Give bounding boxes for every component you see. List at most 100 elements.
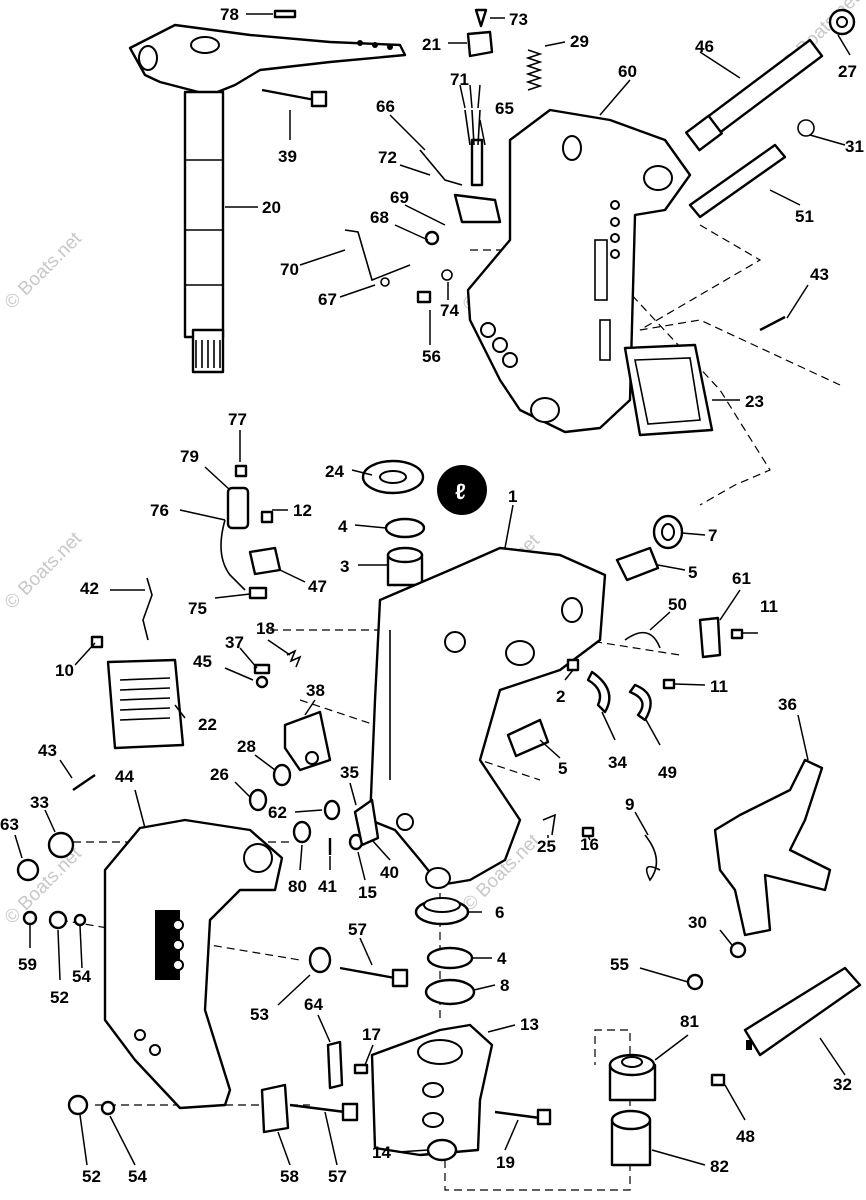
callout-56: 56 (422, 347, 441, 366)
callout-79: 79 (180, 447, 199, 466)
callout-35: 35 (340, 763, 359, 782)
arm-72 (419, 149, 463, 186)
callout-51: 51 (795, 207, 814, 226)
callout-71: 71 (450, 70, 469, 89)
swivel-bracket-1 (368, 546, 607, 889)
callout-23: 23 (745, 392, 764, 411)
harness-75-79 (220, 464, 268, 600)
callout-55: 55 (610, 955, 629, 974)
cover-23 (623, 343, 714, 437)
leader-lines (14, 13, 851, 1166)
callout-14: 14 (372, 1143, 391, 1162)
callout-21: 21 (422, 35, 441, 54)
callout-34: 34 (608, 753, 627, 772)
callout-50: 50 (668, 595, 687, 614)
callout-36: 36 (778, 695, 797, 714)
callout-6: 6 (495, 903, 504, 922)
nut-33 (47, 831, 75, 859)
plate-58 (260, 1083, 290, 1134)
watermark-left-bottom: © Boats.net (1, 843, 87, 929)
callout-10: 10 (55, 661, 74, 680)
callout-41: 41 (318, 877, 337, 896)
callout-53: 53 (250, 1005, 269, 1024)
clip-68 (424, 230, 440, 246)
callout-59: 59 (18, 955, 37, 974)
callout-49: 49 (658, 763, 677, 782)
callout-26: 26 (210, 765, 229, 784)
cover-22 (106, 658, 185, 750)
washer-67 (380, 277, 390, 287)
steering-arm-shaft (128, 23, 407, 374)
callout-29: 29 (570, 32, 589, 51)
bushing-4-top (384, 517, 426, 539)
bolt-57-lower (289, 1102, 359, 1122)
watermark-left-top: © Boats.net (1, 228, 87, 314)
callout-9: 9 (625, 795, 634, 814)
callout-22: 22 (198, 715, 217, 734)
plate-40 (353, 798, 380, 847)
callout-1: 1 (508, 487, 517, 506)
bushing-59 (22, 910, 38, 926)
callout-13: 13 (520, 1015, 539, 1034)
callout-18: 18 (256, 619, 275, 638)
callout-43-lower: 43 (38, 741, 57, 760)
washer-54-lower (100, 1100, 116, 1116)
mount-81 (608, 1053, 657, 1102)
nut-14 (426, 1138, 458, 1162)
callout-80: 80 (288, 877, 307, 896)
fitting-73 (474, 8, 488, 28)
callout-69: 69 (390, 188, 409, 207)
callout-12: 12 (293, 501, 312, 520)
cap-63 (16, 858, 40, 882)
badge-symbol: ℓ (455, 479, 466, 504)
callout-11-lower: 11 (710, 677, 728, 696)
callout-5-lower: 5 (558, 759, 567, 778)
bushing-26 (248, 788, 268, 812)
callout-52-lower: 52 (82, 1167, 101, 1186)
callout-27: 27 (838, 62, 857, 81)
screw-17 (353, 1063, 369, 1075)
spring-18 (286, 649, 302, 668)
spring-29 (525, 49, 543, 91)
screw-11a (730, 628, 744, 640)
callout-2: 2 (556, 687, 565, 706)
callout-7: 7 (708, 526, 717, 545)
washer-28 (272, 763, 292, 787)
pin-37 (253, 663, 271, 675)
bracket-69 (453, 193, 502, 224)
bearing-6 (414, 897, 470, 926)
callout-4-lower: 4 (497, 949, 507, 968)
nut-30 (729, 941, 747, 959)
pin-51 (688, 143, 787, 219)
callout-62: 62 (268, 803, 287, 822)
callout-44: 44 (115, 767, 134, 786)
plate-61 (698, 616, 722, 659)
callout-37: 37 (225, 633, 244, 652)
callout-5-top: 5 (688, 563, 697, 582)
callout-54-lower: 54 (128, 1167, 147, 1186)
callout-73: 73 (509, 10, 528, 29)
bushing-3 (386, 546, 424, 587)
lock-38 (283, 710, 332, 772)
callout-38: 38 (306, 681, 325, 700)
callout-17: 17 (362, 1025, 381, 1044)
callout-68: 68 (370, 208, 389, 227)
callout-61: 61 (732, 569, 751, 588)
connector-47 (248, 546, 282, 576)
lever-44 (103, 818, 284, 1110)
callout-66: 66 (376, 97, 395, 116)
bolt-39 (261, 88, 328, 108)
callout-19: 19 (496, 1153, 515, 1172)
callout-48: 48 (736, 1127, 755, 1146)
plate-64 (326, 1040, 344, 1090)
bushing-5-top (615, 546, 660, 582)
callout-30: 30 (688, 913, 707, 932)
screw-2 (566, 658, 580, 672)
callout-67: 67 (318, 290, 337, 309)
callout-52-upper: 52 (50, 988, 69, 1007)
callout-58: 58 (280, 1167, 299, 1186)
washer-54-upper (73, 913, 87, 927)
callout-75: 75 (188, 599, 207, 618)
watermark-left-mid: © Boats.net (1, 528, 87, 614)
